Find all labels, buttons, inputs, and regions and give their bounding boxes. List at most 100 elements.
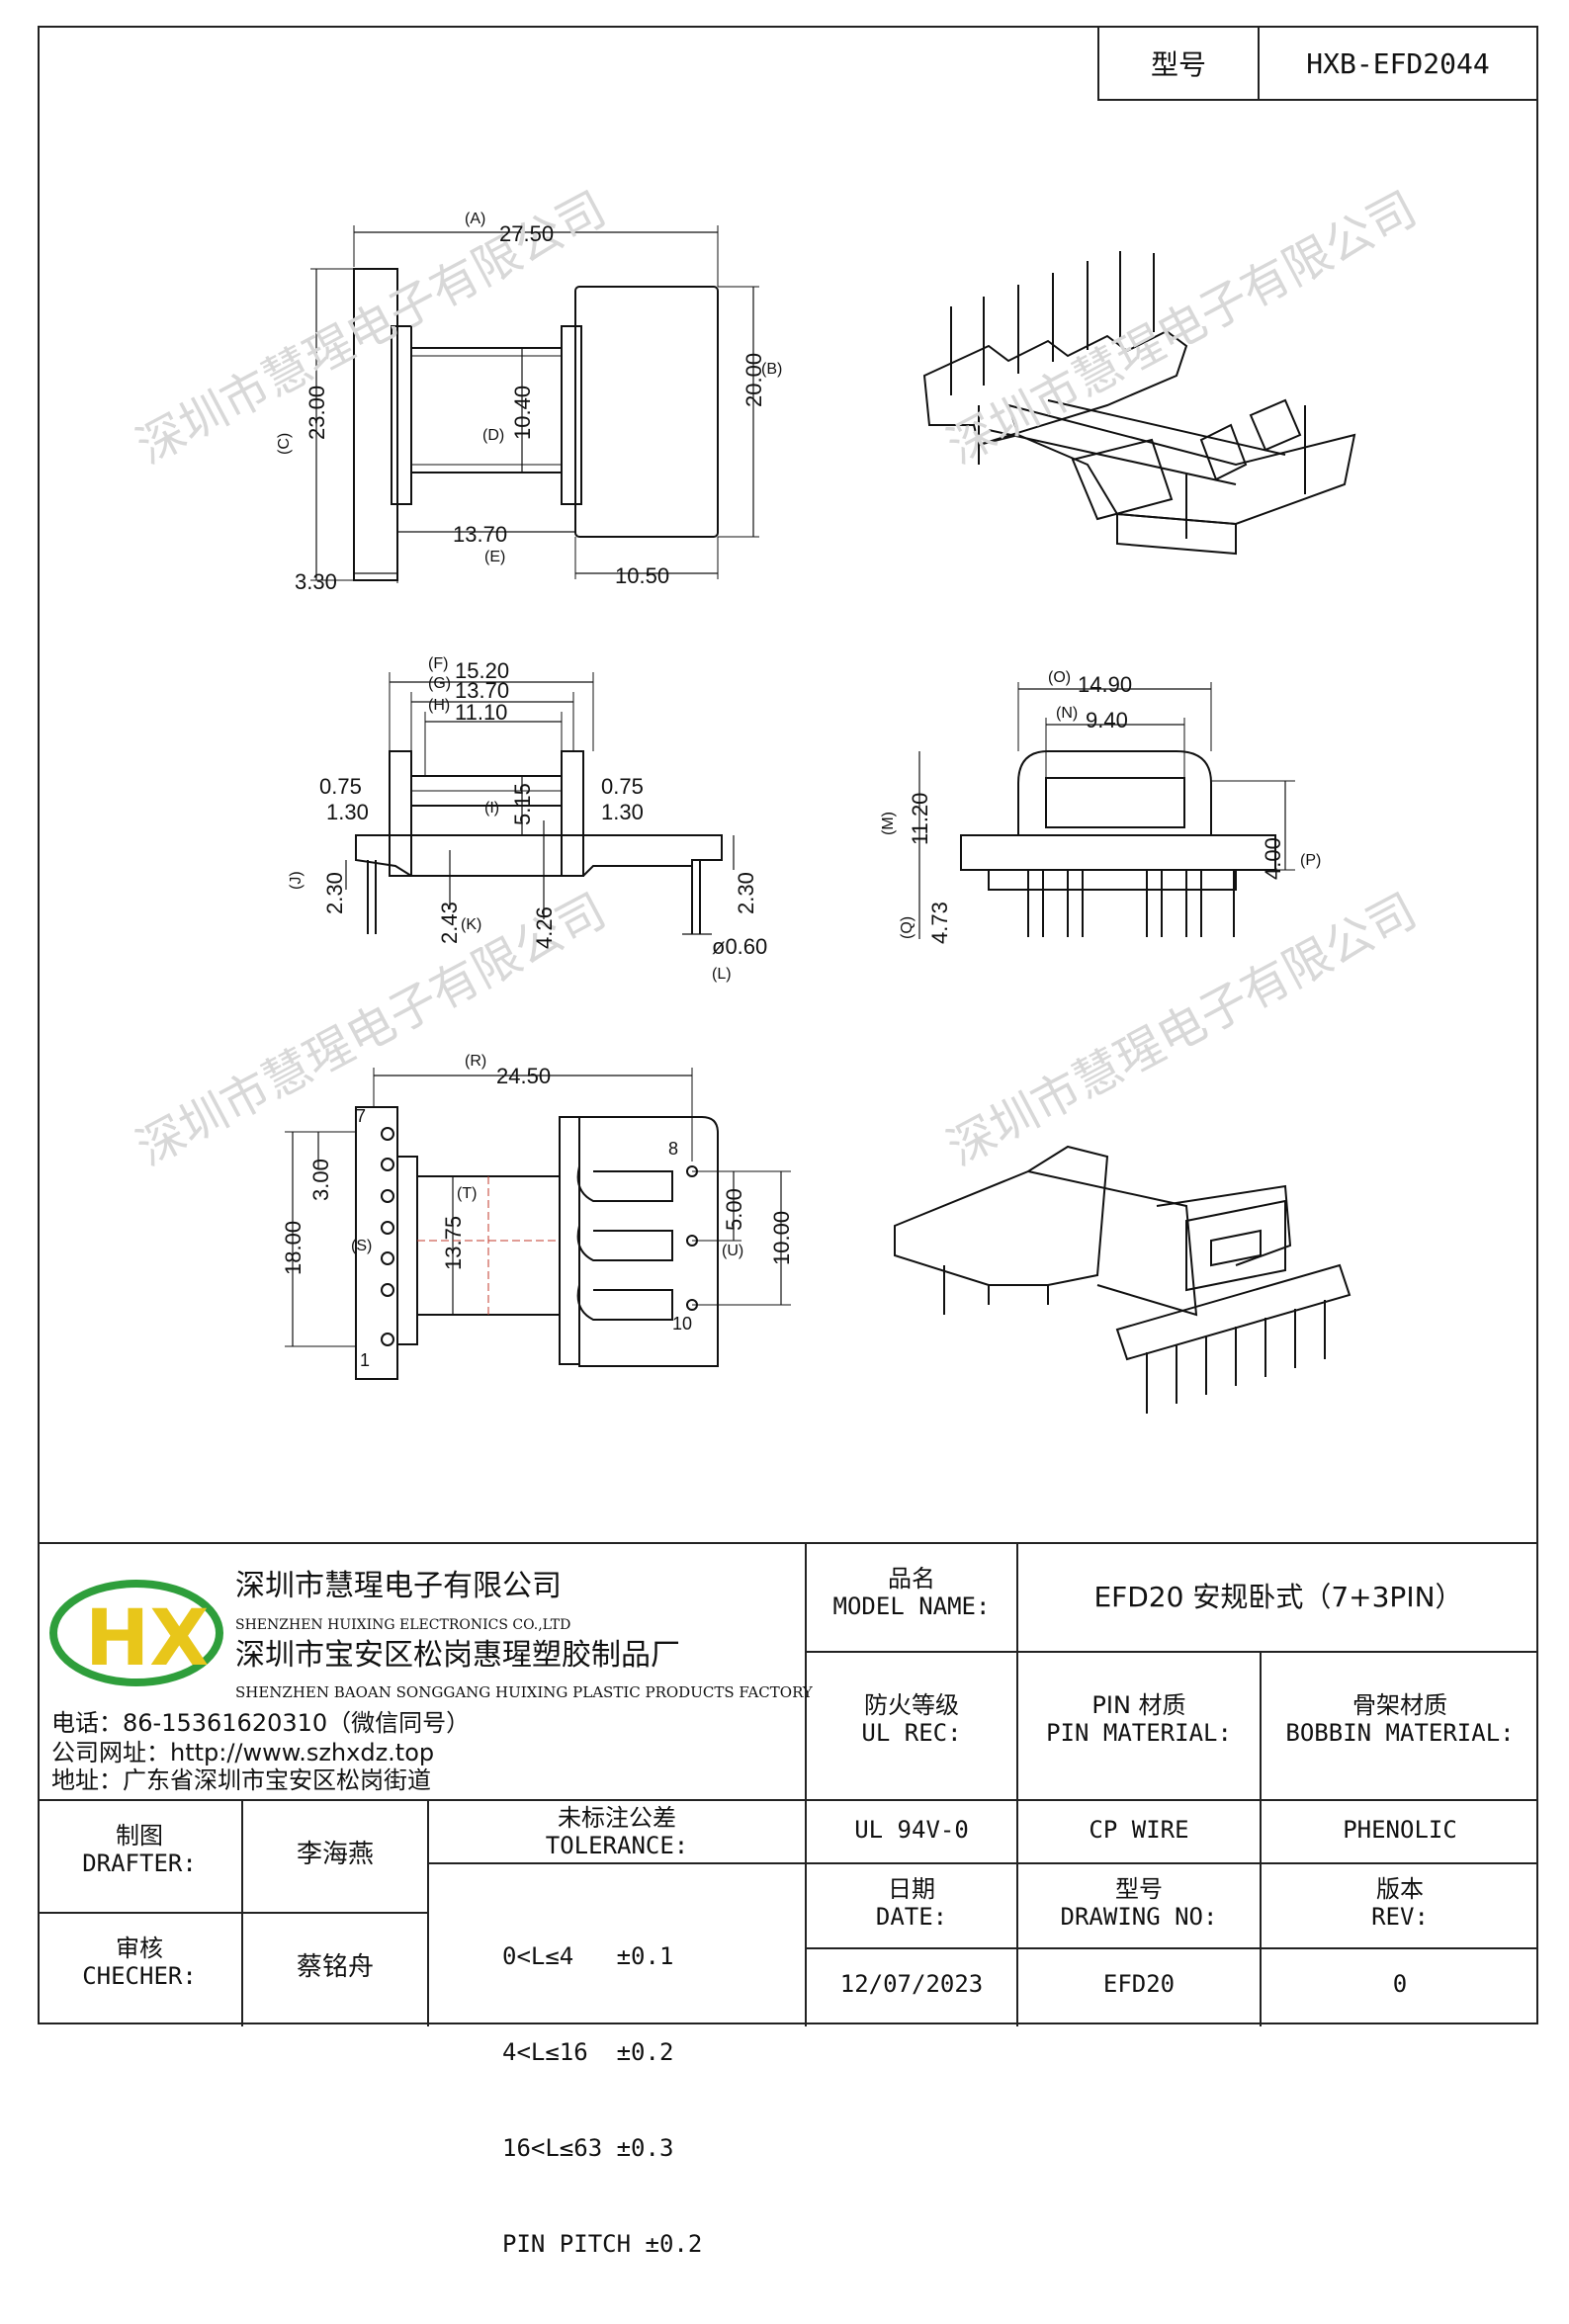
view-iso-bottom — [894, 1145, 1351, 1414]
date-value: 12/07/2023 — [839, 1970, 984, 1998]
dim-426: 4.26 — [532, 906, 557, 949]
company-name-en: SHENZHEN HUIXING ELECTRONICS CO.,LTD — [235, 1617, 571, 1633]
dim-075-right: 0.75 — [601, 774, 644, 799]
pin-material-label: PIN 材质 PIN MATERIAL: — [1018, 1691, 1260, 1747]
dim-S: 18.00 — [281, 1221, 305, 1275]
rev-cn: 版本 — [1376, 1875, 1424, 1903]
bobbin-value: PHENOLIC — [1343, 1816, 1457, 1844]
pin-label-8: 8 — [668, 1139, 678, 1159]
dim-B: 20.00 — [741, 353, 766, 407]
tolerance-row-4: PIN PITCH ±0.2 — [502, 2230, 703, 2259]
dim-right-len: 10.50 — [615, 563, 669, 588]
dim-flange: 3.30 — [295, 569, 337, 594]
model-value: HXB-EFD2044 — [1306, 46, 1490, 80]
dim-075-left: 0.75 — [319, 774, 362, 799]
drawing-no-en: DRAWING NO: — [1060, 1902, 1218, 1931]
drawing-no-value: EFD20 — [1102, 1970, 1176, 1998]
pin-label-10: 10 — [672, 1314, 692, 1334]
dim-130-left: 1.30 — [326, 800, 369, 824]
dim-L-tag: (L) — [712, 966, 732, 983]
model-name-label: 品名 MODEL NAME: — [807, 1565, 1016, 1620]
dim-I: 5.15 — [510, 783, 535, 825]
dim-H-tag: (H) — [428, 697, 450, 714]
tolerance-label: 未标注公差 TOLERANCE: — [429, 1804, 805, 1859]
dim-A: 27.50 — [499, 221, 554, 246]
dim-K-tag: (K) — [461, 916, 481, 933]
dim-I-tag: (I) — [484, 800, 499, 817]
company-phone: 电话：86-15361620310（微信同号） — [51, 1709, 471, 1737]
date-cn: 日期 — [888, 1875, 935, 1903]
dim-A-tag: (A) — [465, 211, 485, 227]
dim-F: 15.20 — [455, 658, 509, 683]
drafter-label: 制图 DRAFTER: — [38, 1822, 241, 1877]
tolerance-table: 0<L≤4 ±0.1 4<L≤16 ±0.2 16<L≤63 ±0.3 PIN … — [502, 1876, 799, 2324]
technical-drawing: 深圳市慧瑆电子有限公司 深圳市慧瑆电子有限公司 深圳市慧瑆电子有限公司 深圳市慧… — [128, 181, 1426, 1414]
view-end — [918, 682, 1295, 939]
model-name-value: EFD20 安规卧式（7+3PIN） — [1093, 1581, 1463, 1613]
ul-value: UL 94V-0 — [854, 1816, 969, 1844]
tolerance-row-2: 4<L≤16 ±0.2 — [502, 2037, 674, 2066]
dim-Q-tag: (Q) — [899, 916, 915, 939]
dim-L: ø0.60 — [712, 934, 767, 959]
model-name-en: MODEL NAME: — [832, 1592, 991, 1620]
bobbin-material-en: BOBBIN MATERIAL: — [1285, 1718, 1515, 1747]
dim-O-tag: (O) — [1048, 669, 1071, 686]
drafter-en: DRAFTER: — [82, 1849, 197, 1877]
dim-U: 5.00 — [722, 1188, 746, 1231]
dim-S-tag: (S) — [351, 1238, 372, 1254]
dim-T-tag: (T) — [457, 1185, 477, 1202]
dim-E: 13.70 — [453, 522, 507, 547]
model-label: 型号 — [1099, 28, 1260, 99]
pin-value: CP WIRE — [1089, 1816, 1189, 1844]
view-side — [345, 672, 735, 935]
title-block: HX 深圳市慧瑆电子有限公司 SHENZHEN HUIXING ELECTRON… — [38, 1542, 1538, 2258]
bobbin-material-label: 骨架材质 BOBBIN MATERIAL: — [1262, 1691, 1538, 1747]
pin-material-en: PIN MATERIAL: — [1046, 1718, 1232, 1747]
tolerance-row-1: 0<L≤4 ±0.1 — [502, 1941, 674, 1970]
dim-C: 23.00 — [305, 386, 329, 440]
bobbin-material-cn: 骨架材质 — [1352, 1691, 1447, 1719]
dim-P: 4.00 — [1261, 837, 1285, 880]
checker-cn: 审核 — [116, 1935, 163, 1962]
pin-material-cn: PIN 材质 — [1091, 1691, 1186, 1719]
dim-J: 2.30 — [322, 872, 347, 914]
dim-H: 11.10 — [455, 700, 507, 725]
company-logo: HX — [49, 1580, 223, 1686]
date-en: DATE: — [875, 1902, 948, 1931]
ul-rec-en: UL REC: — [861, 1718, 962, 1747]
dim-R-tag: (R) — [465, 1053, 486, 1070]
company-name: 深圳市慧瑆电子有限公司 — [235, 1569, 562, 1603]
dim-N: 9.40 — [1086, 708, 1128, 732]
drafter-name: 李海燕 — [296, 1840, 374, 1869]
rev-en: REV: — [1371, 1902, 1429, 1931]
rev-label: 版本 REV: — [1262, 1875, 1538, 1931]
company-address: 地址：广东省深圳市宝安区松岗街道 — [51, 1766, 431, 1794]
dim-G: 13.70 — [455, 678, 509, 703]
view-front — [310, 225, 759, 583]
dim-O: 14.90 — [1078, 672, 1132, 697]
pin-label-1: 1 — [360, 1350, 370, 1370]
dim-C-tag: (C) — [276, 433, 293, 455]
dim-T: 13.75 — [441, 1216, 466, 1270]
dim-130-right: 1.30 — [601, 800, 644, 824]
drawing-no-label: 型号 DRAWING NO: — [1018, 1875, 1260, 1931]
dim-B-tag: (B) — [761, 361, 782, 378]
dim-D-tag: (D) — [482, 427, 504, 444]
dim-230-right: 2.30 — [734, 872, 758, 914]
watermark-4: 深圳市慧瑆电子有限公司 — [938, 883, 1426, 1176]
logo-letters: HX — [85, 1594, 209, 1683]
model-box: 型号 HXB-EFD2044 — [1097, 26, 1538, 101]
factory-name-en: SHENZHEN BAOAN SONGGANG HUIXING PLASTIC … — [235, 1683, 813, 1701]
tolerance-row-3: 16<L≤63 ±0.3 — [502, 2134, 674, 2163]
dim-P-tag: (P) — [1300, 852, 1321, 869]
checker-name: 蔡铭舟 — [296, 1952, 374, 1982]
dim-R: 24.50 — [496, 1064, 551, 1088]
dim-F-tag: (F) — [428, 655, 448, 672]
dim-1000: 10.00 — [769, 1211, 794, 1265]
dim-K: 2.43 — [437, 902, 462, 944]
dim-J-tag: (J) — [288, 871, 305, 890]
watermarks: 深圳市慧瑆电子有限公司 深圳市慧瑆电子有限公司 深圳市慧瑆电子有限公司 深圳市慧… — [128, 181, 1426, 1176]
dim-M-tag: (M) — [880, 812, 897, 835]
ul-rec-label: 防火等级 UL REC: — [807, 1691, 1016, 1747]
pin-label-7: 7 — [356, 1106, 366, 1126]
